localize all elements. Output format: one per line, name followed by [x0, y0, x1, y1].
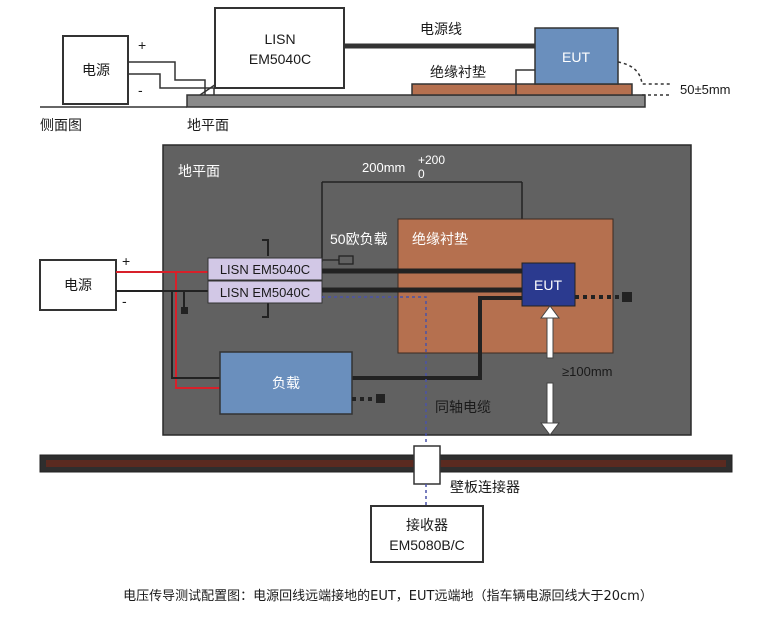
side-ground-plane: [186, 94, 646, 108]
dim-tol-plus: +200: [418, 153, 445, 167]
wall-connector-label: 壁板连接器: [450, 479, 520, 495]
load-label: 负载: [272, 375, 300, 391]
side-minus-sign: -: [138, 82, 143, 98]
top-insulation-pad: [397, 218, 614, 354]
side-ground-plane-label: 地平面: [187, 117, 229, 133]
top-eut-box: [521, 262, 576, 307]
side-lisn-line2: EM5040C: [249, 51, 311, 67]
shield-wall-inner: [46, 460, 726, 467]
side-height-indicator: [617, 61, 670, 96]
side-power-label: 电源: [82, 62, 110, 78]
top-ground-plane-label: 地平面: [178, 163, 220, 179]
side-lisn-line1: LISN: [264, 31, 295, 47]
eut-ground-square: [622, 292, 632, 302]
black-wire-to-load: [171, 291, 222, 379]
lisn-top-label: LISN EM5040C: [220, 262, 310, 277]
receiver-line2: EM5080B/C: [389, 537, 464, 553]
load-50-label: 50欧负载: [330, 231, 388, 247]
red-wire-to-load: [175, 272, 222, 389]
top-insulation-label: 绝缘衬垫: [412, 231, 468, 247]
side-eut-label: EUT: [562, 49, 590, 65]
coax-label: 同轴电缆: [435, 399, 491, 415]
side-height-label: 50±5mm: [680, 82, 730, 97]
top-power-label: 电源: [64, 277, 92, 293]
load-ground-square: [376, 394, 385, 403]
side-wire-minus: [128, 73, 215, 95]
side-power-line-label: 电源线: [420, 21, 462, 37]
side-view-label: 侧面图: [40, 117, 82, 133]
side-plus-sign: +: [138, 37, 146, 53]
min-distance-label: ≥100mm: [562, 364, 612, 379]
eut-to-load-wire: [352, 296, 522, 380]
dim-main-label: 200mm: [362, 160, 405, 175]
lisn-bracket-bottom: [262, 302, 269, 318]
receiver-box: [370, 505, 484, 563]
side-power-box: [62, 35, 129, 105]
side-eut-box: [534, 27, 619, 85]
side-insulation-pad: [411, 83, 633, 96]
load-box: [219, 351, 353, 415]
side-wire-plus: [128, 61, 206, 95]
dim-tol-zero: 0: [418, 167, 425, 181]
top-minus-sign: -: [122, 293, 127, 309]
top-plus-sign: +: [122, 253, 130, 269]
lisn-bottom-label: LISN EM5040C: [220, 285, 310, 300]
coax-cable: [322, 296, 427, 445]
wall-connector: [413, 445, 441, 485]
top-power-box: [39, 259, 117, 311]
side-lisn-box: [214, 7, 345, 89]
lisn-bond-square: [181, 307, 188, 314]
top-view: 地平面 200mm +200 0 绝缘衬垫 50欧负载 电源 + - LI: [39, 144, 692, 445]
receiver-line1: 接收器: [406, 517, 448, 533]
side-eut-return: [515, 69, 535, 95]
top-eut-label: EUT: [534, 277, 562, 293]
wall-and-receiver: 壁板连接器 接收器 EM5080B/C: [39, 445, 733, 563]
side-view: EUT 电源 + - LISN EM5040C 电源线 绝缘衬垫 50±5mm …: [40, 7, 730, 133]
min-distance-arrow: [540, 305, 560, 436]
figure-caption: 电压传导测试配置图：电源回线远端接地的EUT，EUT远端地（指车辆电源回线大于2…: [123, 588, 653, 604]
lisn-bracket-top: [262, 239, 269, 256]
side-insulation-label: 绝缘衬垫: [430, 64, 486, 80]
